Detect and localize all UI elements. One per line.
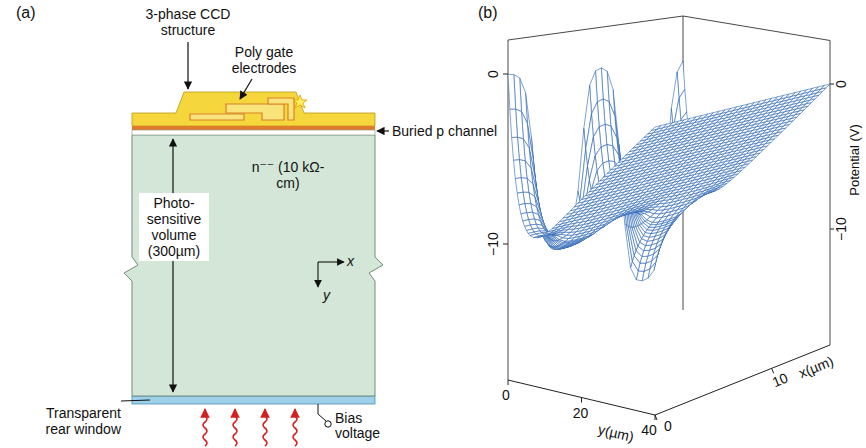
thickness-arrow bbox=[172, 139, 173, 392]
leader-arrow bbox=[240, 79, 252, 99]
rear-window bbox=[132, 396, 375, 404]
potential-surface bbox=[508, 61, 830, 281]
callout-label: Buried p channel bbox=[392, 123, 497, 139]
material-label: n⁻⁻ (10 kΩ-cm) bbox=[248, 159, 328, 191]
axis-line bbox=[581, 398, 582, 403]
volume-label: Photo-sensitive volume (300µm) bbox=[139, 193, 209, 261]
bias-terminal bbox=[325, 421, 331, 427]
callout-label: 3-phase CCD structure bbox=[138, 6, 238, 38]
light-ray bbox=[203, 409, 207, 446]
box-edge bbox=[508, 40, 509, 380]
mesh-cell bbox=[512, 137, 520, 160]
leader-line bbox=[121, 400, 150, 401]
axis-label: x bbox=[347, 253, 354, 269]
box-edge bbox=[508, 16, 683, 40]
axis-line bbox=[508, 380, 509, 385]
tick-label: 0 bbox=[502, 387, 510, 403]
thin-layer bbox=[132, 126, 375, 130]
plot-axes bbox=[503, 74, 834, 420]
buried-channel bbox=[132, 130, 375, 135]
tick-label: −10 bbox=[833, 217, 849, 241]
light-rays bbox=[203, 409, 297, 446]
tick-label: 20 bbox=[573, 404, 589, 420]
tick-label: 40 bbox=[641, 422, 657, 438]
plot-box bbox=[508, 16, 830, 380]
mesh-cell bbox=[517, 192, 525, 204]
silicon-block: n⁻⁻ (10 kΩ-cm) Photo-sensitive volume (30… bbox=[120, 135, 387, 397]
mesh-cell bbox=[514, 160, 522, 179]
mesh-cell bbox=[508, 74, 516, 109]
tick-label: 10 bbox=[769, 370, 789, 391]
axis-arrow bbox=[317, 262, 318, 287]
panel-letter: (b) bbox=[478, 4, 498, 22]
poly-gate bbox=[226, 104, 284, 120]
tick-label: 0 bbox=[664, 418, 672, 434]
light-ray bbox=[233, 409, 237, 446]
axis-line bbox=[503, 74, 508, 75]
axis-title: x(µm) bbox=[796, 353, 835, 381]
contact-spark bbox=[293, 95, 307, 108]
bias-wire bbox=[318, 404, 326, 421]
mesh-cell bbox=[515, 178, 523, 193]
callout-label: Poly gate electrodes bbox=[222, 44, 306, 76]
tick-label: 0 bbox=[485, 70, 501, 78]
tick-label: −10 bbox=[485, 232, 501, 256]
axis-arrow bbox=[318, 261, 344, 262]
mesh-cell bbox=[510, 109, 518, 137]
mesh-cell bbox=[519, 204, 527, 214]
axis-title: y(µm) bbox=[597, 421, 636, 445]
leader-arrow bbox=[377, 130, 389, 131]
block-shape bbox=[124, 135, 383, 396]
light-ray bbox=[263, 409, 267, 446]
axis-line bbox=[655, 415, 657, 420]
panel-letter: (a) bbox=[16, 4, 36, 22]
callout-label: Transparent rear window bbox=[26, 405, 121, 437]
poly-gate bbox=[190, 114, 244, 120]
callout-label: Bias voltage bbox=[335, 411, 391, 442]
axis-title: Potential (V) bbox=[848, 124, 863, 196]
oxide-layer bbox=[132, 92, 375, 126]
axis-line bbox=[772, 368, 774, 373]
mesh-cell bbox=[651, 126, 661, 131]
box-edge bbox=[683, 16, 830, 41]
leader-arrow bbox=[187, 42, 188, 89]
light-ray bbox=[293, 409, 297, 446]
tick-label: 0 bbox=[833, 80, 849, 88]
box-edge bbox=[830, 41, 831, 346]
poly-gate bbox=[268, 98, 294, 120]
axis-label: y bbox=[323, 287, 330, 303]
axis-line bbox=[503, 244, 508, 245]
